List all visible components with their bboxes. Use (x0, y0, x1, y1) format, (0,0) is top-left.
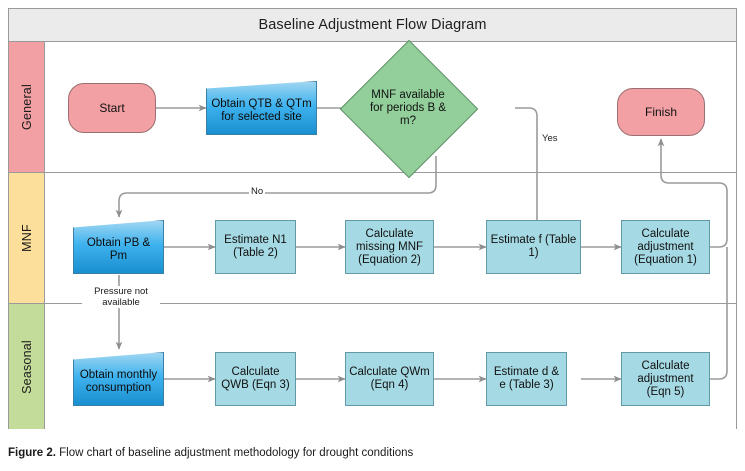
node-obtain-monthly[interactable]: Obtain monthly consumption (73, 352, 164, 406)
node-calc-missing-mnf-label: Calculate missing MNF (Equation 2) (355, 227, 424, 266)
swimlane-header-general: General (9, 42, 45, 172)
node-mnf-decision-label: MNF available for periods B & m? (369, 88, 447, 127)
node-start-label: Start (99, 100, 125, 115)
node-calc-adj-eq1[interactable]: Calculate adjustment (Equation 1) (621, 220, 710, 274)
node-calc-qwb-label: Calculate QWB (Eqn 3) (221, 366, 290, 391)
node-estimate-f[interactable]: Estimate f (Table 1) (486, 220, 581, 274)
node-mnf-decision[interactable]: MNF available for periods B & m? (339, 39, 479, 179)
edge-label-pressure-not-available: Pressure not available (82, 286, 160, 308)
node-calc-qwb[interactable]: Calculate QWB (Eqn 3) (215, 352, 296, 406)
node-finish[interactable]: Finish (617, 88, 705, 136)
node-calc-adj-eqn5[interactable]: Calculate adjustment (Eqn 5) (621, 352, 710, 406)
swimlane-header-seasonal: Seasonal (9, 304, 45, 429)
node-obtain-pb-pm-label: Obtain PB & Pm (86, 237, 151, 262)
node-start[interactable]: Start (68, 83, 156, 133)
node-calc-missing-mnf[interactable]: Calculate missing MNF (Equation 2) (345, 220, 434, 274)
node-estimate-de-label: Estimate d & e (Table 3) (493, 366, 560, 391)
node-obtain-pb-pm[interactable]: Obtain PB & Pm (73, 220, 164, 274)
flow-diagram-frame: Baseline Adjustment Flow Diagram General… (8, 8, 737, 429)
figure-caption-text: Flow chart of baseline adjustment method… (59, 447, 414, 459)
node-estimate-n1-label: Estimate N1 (Table 2) (224, 234, 287, 259)
swimlane-label-seasonal: Seasonal (19, 339, 34, 394)
node-estimate-de[interactable]: Estimate d & e (Table 3) (486, 352, 567, 406)
node-calc-qwm[interactable]: Calculate QWm (Eqn 4) (345, 352, 434, 406)
node-obtain-qtb-label: Obtain QTB & QTm for selected site (211, 98, 312, 123)
node-calc-adj-eq1-label: Calculate adjustment (Equation 1) (634, 227, 697, 266)
node-estimate-f-label: Estimate f (Table 1) (490, 234, 577, 259)
edge-label-yes: Yes (540, 133, 560, 144)
edge-label-no: No (249, 186, 266, 197)
swimlane-header-mnf: MNF (9, 173, 45, 303)
node-calc-qwm-label: Calculate QWm (Eqn 4) (349, 366, 430, 391)
figure-caption-label: Figure 2. (8, 447, 56, 459)
swimlane-label-mnf: MNF (19, 224, 34, 252)
swimlane-label-general: General (19, 84, 34, 130)
node-obtain-qtb[interactable]: Obtain QTB & QTm for selected site (206, 81, 317, 135)
node-estimate-n1[interactable]: Estimate N1 (Table 2) (215, 220, 296, 274)
node-finish-label: Finish (644, 104, 677, 119)
diagram-title: Baseline Adjustment Flow Diagram (9, 9, 736, 42)
node-calc-adj-eqn5-label: Calculate adjustment (Eqn 5) (637, 359, 694, 398)
figure-caption: Figure 2. Flow chart of baseline adjustm… (8, 447, 708, 459)
node-obtain-monthly-label: Obtain monthly consumption (79, 369, 158, 394)
